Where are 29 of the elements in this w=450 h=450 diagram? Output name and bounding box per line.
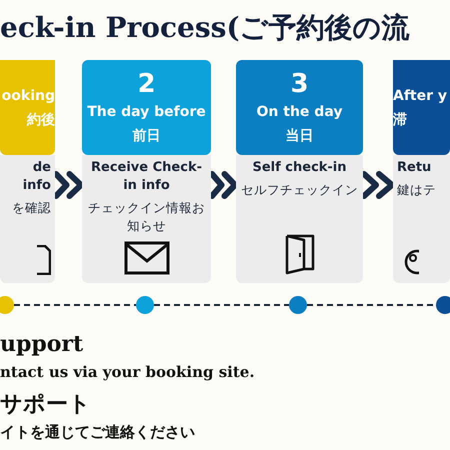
- step-number: 3: [290, 68, 309, 100]
- title: eck-in Process(ご予約後の流: [0, 10, 410, 46]
- section-heading: upport: [0, 330, 84, 359]
- step-title: On the day: [256, 102, 342, 122]
- step-description: Retu: [397, 159, 432, 177]
- section-heading: サポート: [0, 390, 92, 419]
- step-description-ja: を確認: [12, 199, 51, 217]
- step-number: 2: [137, 68, 156, 100]
- step-description-ja: セルフチェックイン: [241, 181, 358, 199]
- step-description: de info: [22, 159, 51, 195]
- step-description: Receive Check-in info: [90, 159, 203, 195]
- step-title-ja: 当日: [286, 126, 314, 146]
- timeline-line: [307, 304, 436, 306]
- step-title: ooking: [2, 86, 55, 106]
- step-title-ja: 滞: [393, 110, 407, 130]
- step-description-ja: 鍵はテ: [397, 181, 436, 199]
- step-description: Self check-in: [252, 159, 347, 177]
- step-title-ja: 約後: [27, 110, 55, 130]
- chevron-arrow: [209, 171, 238, 199]
- timeline-line: [14, 304, 136, 306]
- note-text: イトを通じてご連絡ください: [0, 422, 196, 443]
- chevron-arrow: [361, 171, 395, 199]
- step-title: The day before: [87, 102, 206, 122]
- step-description-ja: チェックイン情報お知らせ: [87, 199, 206, 235]
- timeline-line: [154, 304, 289, 306]
- step-title-ja: 前日: [132, 126, 160, 146]
- note-text: ntact us via your booking site.: [0, 362, 255, 383]
- chevron-arrow: [53, 171, 84, 199]
- step-title: After y: [393, 86, 448, 106]
